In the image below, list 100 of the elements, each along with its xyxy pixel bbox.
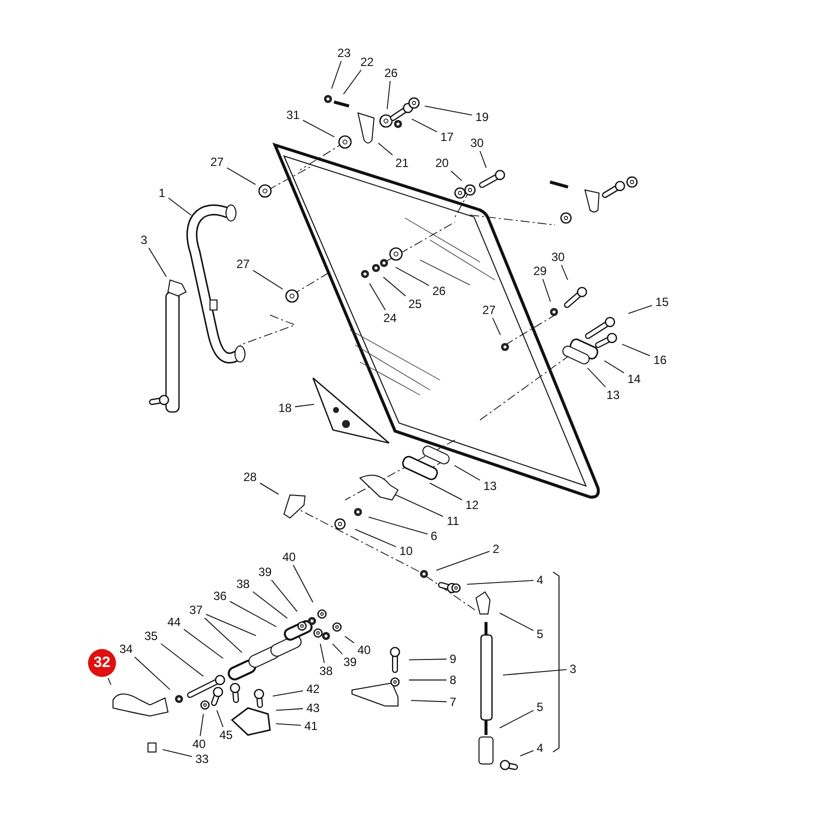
callout-number: 22 — [360, 55, 374, 69]
leader-line — [160, 643, 204, 677]
callout-number: 17 — [440, 130, 454, 144]
leader-line — [292, 564, 314, 603]
leader-line — [354, 528, 396, 548]
leader-line — [204, 618, 242, 653]
callout-number: 40 — [282, 550, 296, 564]
callout-number: 24 — [383, 311, 397, 325]
leader-line — [378, 142, 393, 156]
callout-number: 39 — [343, 655, 357, 669]
leader-line — [499, 710, 534, 728]
leader-line — [332, 643, 343, 654]
leader-line — [302, 120, 335, 138]
callout-number: 44 — [167, 615, 181, 629]
callout-number: 3 — [570, 662, 576, 676]
callout-number: 11 — [446, 514, 460, 528]
leader-line — [343, 70, 362, 95]
callout-number: 2 — [492, 542, 500, 556]
leader-line — [216, 710, 224, 728]
leader-line — [320, 643, 325, 664]
callout-number: 40 — [192, 737, 206, 751]
leader-line — [134, 656, 170, 690]
leader-line — [394, 494, 444, 517]
callout-number: 41 — [304, 719, 318, 733]
leader-line — [294, 404, 315, 408]
callout-number: 3 — [140, 233, 148, 247]
callout-number: 4 — [536, 741, 544, 755]
callout-number: 27 — [482, 303, 496, 317]
callout-number: 31 — [286, 108, 300, 122]
callout-number: 29 — [533, 264, 547, 278]
leader-line — [252, 270, 284, 290]
leader-line — [272, 690, 304, 697]
callout-number: 8 — [450, 673, 456, 687]
leader-line — [200, 713, 204, 736]
callout-number: 33 — [195, 752, 209, 766]
callout-number: 43 — [306, 701, 320, 715]
leader-line — [168, 198, 192, 216]
leader-line — [560, 264, 568, 280]
callout-number: 7 — [450, 695, 456, 709]
callout-number: 9 — [450, 652, 456, 666]
callout-number: 21 — [395, 156, 409, 170]
leader-line — [148, 248, 167, 278]
callout-number: 37 — [189, 603, 203, 617]
callout-number: 5 — [536, 700, 544, 714]
callout-number: 40 — [357, 643, 371, 657]
leader-line — [260, 482, 280, 495]
leader-line — [408, 658, 447, 660]
leader-line — [331, 60, 342, 90]
leader-line — [424, 106, 472, 116]
leader-line — [230, 601, 277, 628]
callout-number: 18 — [278, 401, 292, 415]
leader-line — [429, 482, 462, 500]
leader-line — [276, 708, 304, 711]
callout-number: 13 — [483, 479, 497, 493]
callout-number: 26 — [432, 284, 446, 298]
callout-number: 35 — [144, 629, 158, 643]
callout-number: 1 — [158, 186, 166, 200]
leader-line — [466, 580, 534, 585]
leader-line — [382, 276, 406, 296]
leader-line — [271, 580, 298, 612]
leader-line — [480, 150, 487, 168]
callout-number: 34 — [119, 642, 133, 656]
leader-line — [206, 614, 256, 636]
callout-number: 42 — [306, 682, 320, 696]
callout-number: 28 — [243, 470, 257, 484]
leader-line — [587, 368, 606, 388]
leader-line — [386, 80, 391, 110]
callout-number: 38 — [319, 664, 333, 678]
leader-line — [520, 750, 534, 756]
leader-line — [492, 318, 501, 336]
leader-line — [454, 465, 480, 481]
callout-number: 32 — [88, 649, 116, 677]
callout-number: 14 — [627, 372, 641, 386]
callout-number: 38 — [236, 577, 250, 591]
leader-line — [184, 628, 224, 659]
callout-number: 27 — [236, 257, 250, 271]
leader-line — [499, 612, 534, 632]
callout-number: 27 — [210, 155, 224, 169]
callout-number: 30 — [551, 250, 565, 264]
callout-number: 12 — [465, 498, 479, 512]
leader-line — [368, 516, 428, 535]
callout-number: 15 — [655, 295, 669, 309]
leader-line — [162, 749, 192, 758]
callout-number: 45 — [219, 728, 233, 742]
leader-line — [252, 591, 288, 619]
callout-number: 10 — [399, 544, 413, 558]
callout-number: 19 — [475, 110, 489, 124]
callout-number: 25 — [408, 297, 422, 311]
callout-number: 30 — [470, 136, 484, 150]
callout-number: 20 — [435, 156, 449, 170]
callout-number: 13 — [606, 388, 620, 402]
leader-line — [450, 170, 462, 182]
callout-number: 26 — [384, 66, 398, 80]
leader-line — [622, 344, 650, 356]
leader-line — [226, 167, 256, 185]
callout-number: 36 — [213, 589, 227, 603]
callout-number: 5 — [536, 627, 544, 641]
leader-line — [276, 723, 302, 726]
leader-line — [411, 118, 438, 132]
callout-number: 4 — [536, 573, 544, 587]
